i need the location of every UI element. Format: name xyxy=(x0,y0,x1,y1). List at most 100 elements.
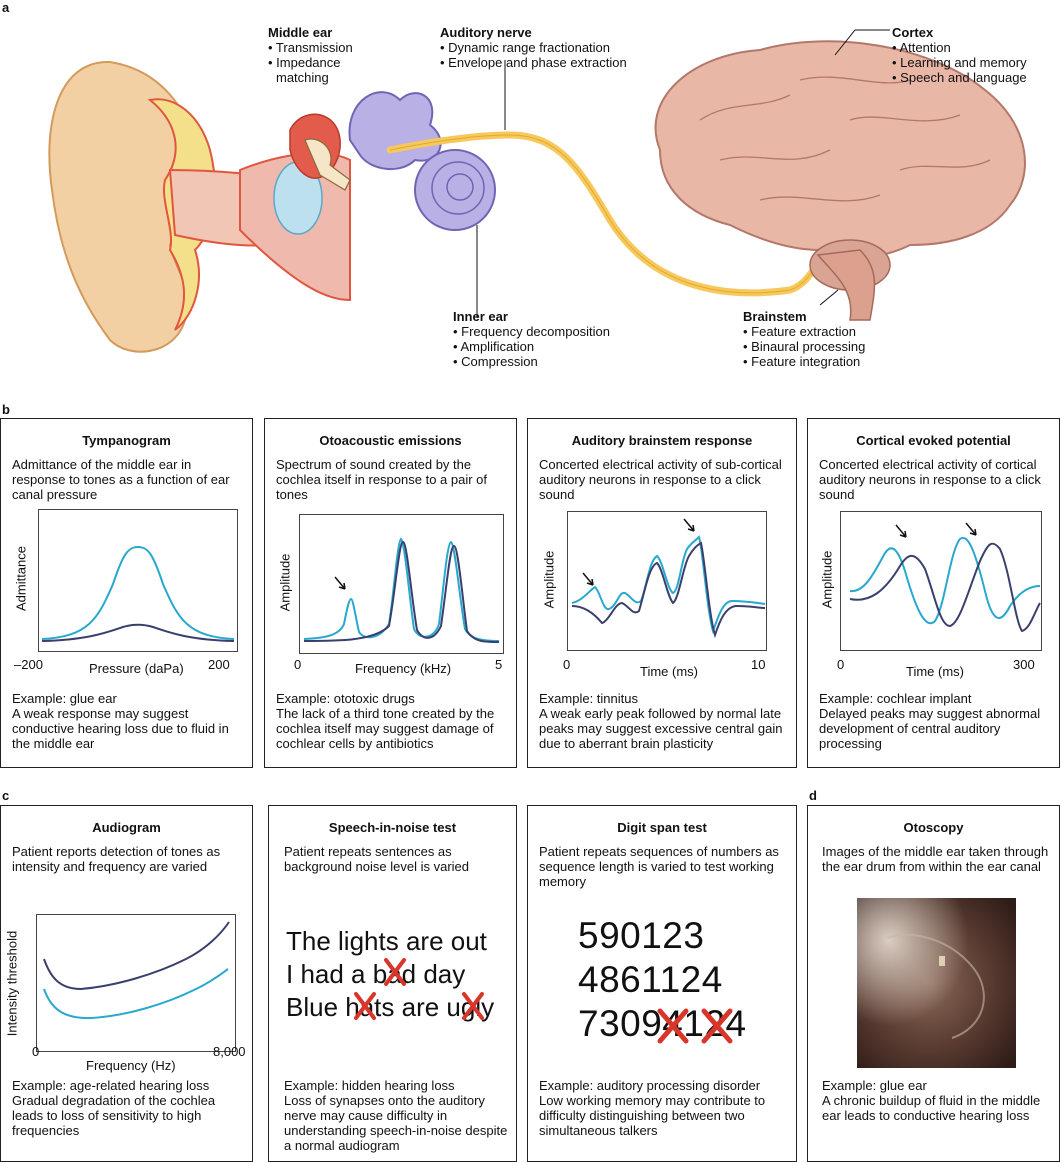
card-title: Auditory brainstem response xyxy=(528,433,796,448)
label-line: • Amplification xyxy=(453,339,610,354)
x-tick-left: 0 xyxy=(294,657,301,672)
oae-curves xyxy=(299,514,504,654)
example-title: Example: age-related hearing loss xyxy=(12,1078,246,1093)
card-otoscopy: Otoscopy Images of the middle ear taken … xyxy=(807,805,1060,1162)
series-normal-late xyxy=(572,543,765,635)
card-title: Otoacoustic emissions xyxy=(265,433,516,448)
x-tick-left: 0 xyxy=(563,657,570,672)
label-line: matching xyxy=(268,70,353,85)
audiogram-curves xyxy=(36,914,236,1052)
label-title: Inner ear xyxy=(453,309,610,324)
card-example: Example: auditory processing disorder Lo… xyxy=(539,1078,790,1138)
card-description: Images of the middle ear taken through t… xyxy=(822,844,1051,874)
example-title: Example: auditory processing disorder xyxy=(539,1078,790,1093)
x-axis-label: Frequency (kHz) xyxy=(355,661,451,676)
x-tick-left: 0 xyxy=(837,657,844,672)
label-line: • Transmission xyxy=(268,40,353,55)
series-normal xyxy=(304,539,499,641)
example-explanation: A chronic buildup of fluid in the middle… xyxy=(822,1093,1053,1123)
series-normal xyxy=(850,538,1040,623)
example-title: Example: ototoxic drugs xyxy=(276,691,510,706)
card-title: Otoscopy xyxy=(808,820,1059,835)
card-example: Example: cochlear implant Delayed peaks … xyxy=(819,691,1053,751)
label-line: • Compression xyxy=(453,354,610,369)
series-damaged xyxy=(304,542,499,642)
tympanogram-curves xyxy=(38,509,238,652)
card-example: Example: glue ear A chronic buildup of f… xyxy=(822,1078,1053,1123)
label-inner-ear: Inner ear • Frequency decomposition • Am… xyxy=(453,309,610,369)
arrow-icon xyxy=(966,523,976,535)
example-title: Example: cochlear implant xyxy=(819,691,1053,706)
card-description: Admittance of the middle ear in response… xyxy=(12,457,244,502)
arrow-icon xyxy=(335,577,345,589)
card-tympanogram: Tympanogram Admittance of the middle ear… xyxy=(0,418,253,768)
series-weak xyxy=(42,625,234,641)
x-tick-right: 5 xyxy=(495,657,502,672)
label-line: • Feature integration xyxy=(743,354,865,369)
card-title: Cortical evoked potential xyxy=(808,433,1059,448)
example-explanation: The lack of a third tone created by the … xyxy=(276,706,510,751)
x-tick-right: 200 xyxy=(208,657,230,672)
label-title: Middle ear xyxy=(268,25,353,40)
arrow-icon xyxy=(896,525,906,537)
x-tick-left: 0 xyxy=(32,1044,39,1059)
x-tick-right: 8,000 xyxy=(213,1044,246,1059)
label-auditory-nerve: Auditory nerve • Dynamic range fractiona… xyxy=(440,25,627,70)
abr-curves xyxy=(567,511,767,651)
example-explanation: Low working memory may contribute to dif… xyxy=(539,1093,790,1138)
example-title: Example: hidden hearing loss xyxy=(284,1078,510,1093)
card-example: Example: glue ear A weak response may su… xyxy=(12,691,246,751)
card-auditory-brainstem-response: Auditory brainstem response Concerted el… xyxy=(527,418,797,768)
card-example: Example: hidden hearing loss Loss of syn… xyxy=(284,1078,510,1153)
card-cortical-evoked-potential: Cortical evoked potential Concerted elec… xyxy=(807,418,1060,768)
label-line: • Impedance xyxy=(268,55,353,70)
card-speech-in-noise: Speech-in-noise test Patient repeats sen… xyxy=(268,805,517,1162)
example-explanation: Delayed peaks may suggest abnormal devel… xyxy=(819,706,1053,751)
card-title: Audiogram xyxy=(1,820,252,835)
label-middle-ear: Middle ear • Transmission • Impedance ma… xyxy=(268,25,353,85)
series-aged xyxy=(44,922,229,989)
x-axis-label: Frequency (Hz) xyxy=(86,1058,176,1073)
series-tinnitus xyxy=(572,537,765,631)
card-description: Concerted electrical activity of cortica… xyxy=(819,457,1051,502)
label-line: • Envelope and phase extraction xyxy=(440,55,627,70)
card-otoacoustic-emissions: Otoacoustic emissions Spectrum of sound … xyxy=(264,418,517,768)
panel-letter-b: b xyxy=(2,402,10,417)
cross-icon xyxy=(356,994,374,1018)
label-title: Auditory nerve xyxy=(440,25,627,40)
label-title: Brainstem xyxy=(743,309,865,324)
card-title: Tympanogram xyxy=(1,433,252,448)
cep-curves xyxy=(840,511,1042,651)
label-line: • Attention xyxy=(892,40,1027,55)
label-brainstem: Brainstem • Feature extraction • Binaura… xyxy=(743,309,865,369)
card-example: Example: age-related hearing loss Gradua… xyxy=(12,1078,246,1138)
y-axis-label: Admittance xyxy=(14,541,29,617)
x-axis-label: Pressure (daPa) xyxy=(89,661,184,676)
card-example: Example: tinnitus A weak early peak foll… xyxy=(539,691,790,751)
y-axis-label: Amplitude xyxy=(820,545,835,615)
card-description: Concerted electrical activity of sub-cor… xyxy=(539,457,788,502)
cross-icon xyxy=(386,960,404,984)
y-axis-label: Intensity threshold xyxy=(5,929,20,1039)
x-tick-left: –200 xyxy=(14,657,43,672)
card-example: Example: ototoxic drugs The lack of a th… xyxy=(276,691,510,751)
semicircular-canals xyxy=(350,92,441,169)
arrow-icon xyxy=(583,573,593,585)
arrow-icon xyxy=(684,519,694,531)
card-description: Patient reports detection of tones as in… xyxy=(12,844,244,874)
example-explanation: A weak early peak followed by normal lat… xyxy=(539,706,790,751)
example-title: Example: tinnitus xyxy=(539,691,790,706)
y-axis-label: Amplitude xyxy=(278,548,293,618)
panel-letter-c: c xyxy=(2,788,9,803)
card-description: Spectrum of sound created by the cochlea… xyxy=(276,457,508,502)
label-line: • Feature extraction xyxy=(743,324,865,339)
x-axis-label: Time (ms) xyxy=(906,664,964,679)
x-tick-right: 10 xyxy=(751,657,765,672)
series-normal xyxy=(44,969,228,1018)
panel-letter-d: d xyxy=(809,788,817,803)
cross-icon xyxy=(660,1011,686,1041)
label-line: • Dynamic range fractionation xyxy=(440,40,627,55)
x-axis-label: Time (ms) xyxy=(640,664,698,679)
example-title: Example: glue ear xyxy=(822,1078,1053,1093)
label-cortex: Cortex • Attention • Learning and memory… xyxy=(892,25,1027,85)
